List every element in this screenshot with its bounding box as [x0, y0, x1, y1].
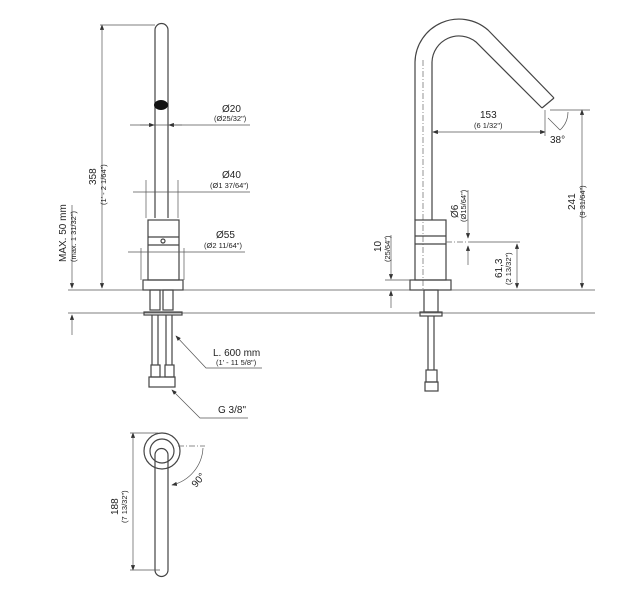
dim-dia-55: Ø55 [216, 230, 235, 241]
side-view-dimensions: 153 (6 1/32") 38° 241 (9 31/64") 61,3 (2… [373, 109, 590, 308]
dim-rotation-90: 90° [190, 471, 208, 490]
dim-max-50-in: (max. 1 31/32") [69, 210, 78, 262]
dim-dia-6-in: (Ø15/64") [459, 189, 468, 222]
dim-358: 358 [88, 168, 99, 185]
dim-dia-20: Ø20 [222, 104, 241, 115]
front-view-dimensions: 358 (1' - 2 1/64") MAX. 50 mm (max. 1 31… [58, 24, 262, 419]
dim-hose-length-in: (1' - 11 5/8") [216, 358, 257, 367]
dim-153-in: (6 1/32") [474, 121, 503, 130]
dim-thread: G 3/8" [218, 405, 246, 416]
dim-10: 10 [373, 240, 384, 252]
dim-241-in: (9 31/64") [578, 185, 587, 218]
sensor-dot [154, 100, 168, 110]
dim-188: 188 [110, 498, 121, 515]
dim-dia-6: Ø6 [450, 204, 461, 218]
dim-dia-40: Ø40 [222, 170, 241, 181]
dim-241: 241 [567, 193, 578, 210]
dim-max-50: MAX. 50 mm [58, 204, 69, 262]
dim-angle-38: 38° [550, 135, 565, 146]
dim-hose-length: L. 600 mm [213, 348, 260, 359]
dim-10-in: (25/64") [383, 235, 392, 262]
dim-153: 153 [480, 110, 497, 121]
dim-dia-20-in: (Ø25/32") [214, 114, 247, 123]
dim-358-in: (1' - 2 1/64") [99, 164, 108, 205]
dim-61-3: 61,3 [494, 258, 505, 278]
dim-dia-40-in: (Ø1 37/64") [210, 181, 249, 190]
dim-61-3-in: (2 13/32") [504, 252, 513, 285]
dim-dia-55-in: (Ø2 11/64") [204, 241, 242, 250]
side-view-faucet [409, 18, 555, 392]
front-view-faucet [142, 22, 184, 388]
countertop-lines [68, 289, 595, 314]
dim-188-in: (7 13/32") [120, 490, 129, 523]
top-view-faucet: 90° 188 (7 13/32") [110, 432, 208, 578]
